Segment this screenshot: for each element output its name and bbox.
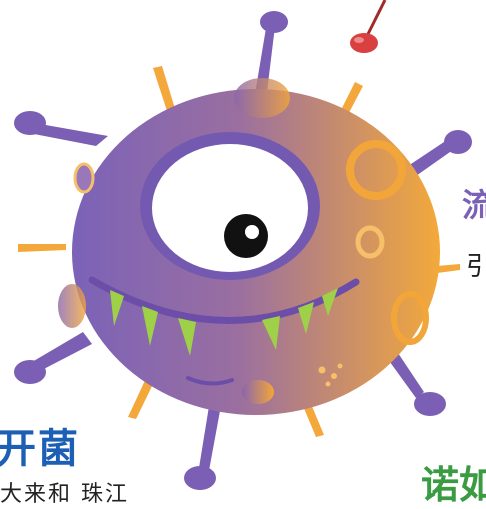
section-heading-purple: 流 (462, 186, 486, 224)
section-heading-blue: 开菌 (0, 426, 80, 472)
virus-eye (140, 132, 320, 280)
section-subtext-purple: 引 (466, 252, 486, 282)
virus-character-illustration (14, 0, 472, 490)
red-pin-icon (350, 0, 387, 53)
body-spots (58, 78, 429, 404)
section-subtext-blue: 大来和 珠江 (0, 482, 129, 507)
section-heading-green: 诺如 (421, 463, 486, 507)
virus-mouth (88, 276, 360, 386)
